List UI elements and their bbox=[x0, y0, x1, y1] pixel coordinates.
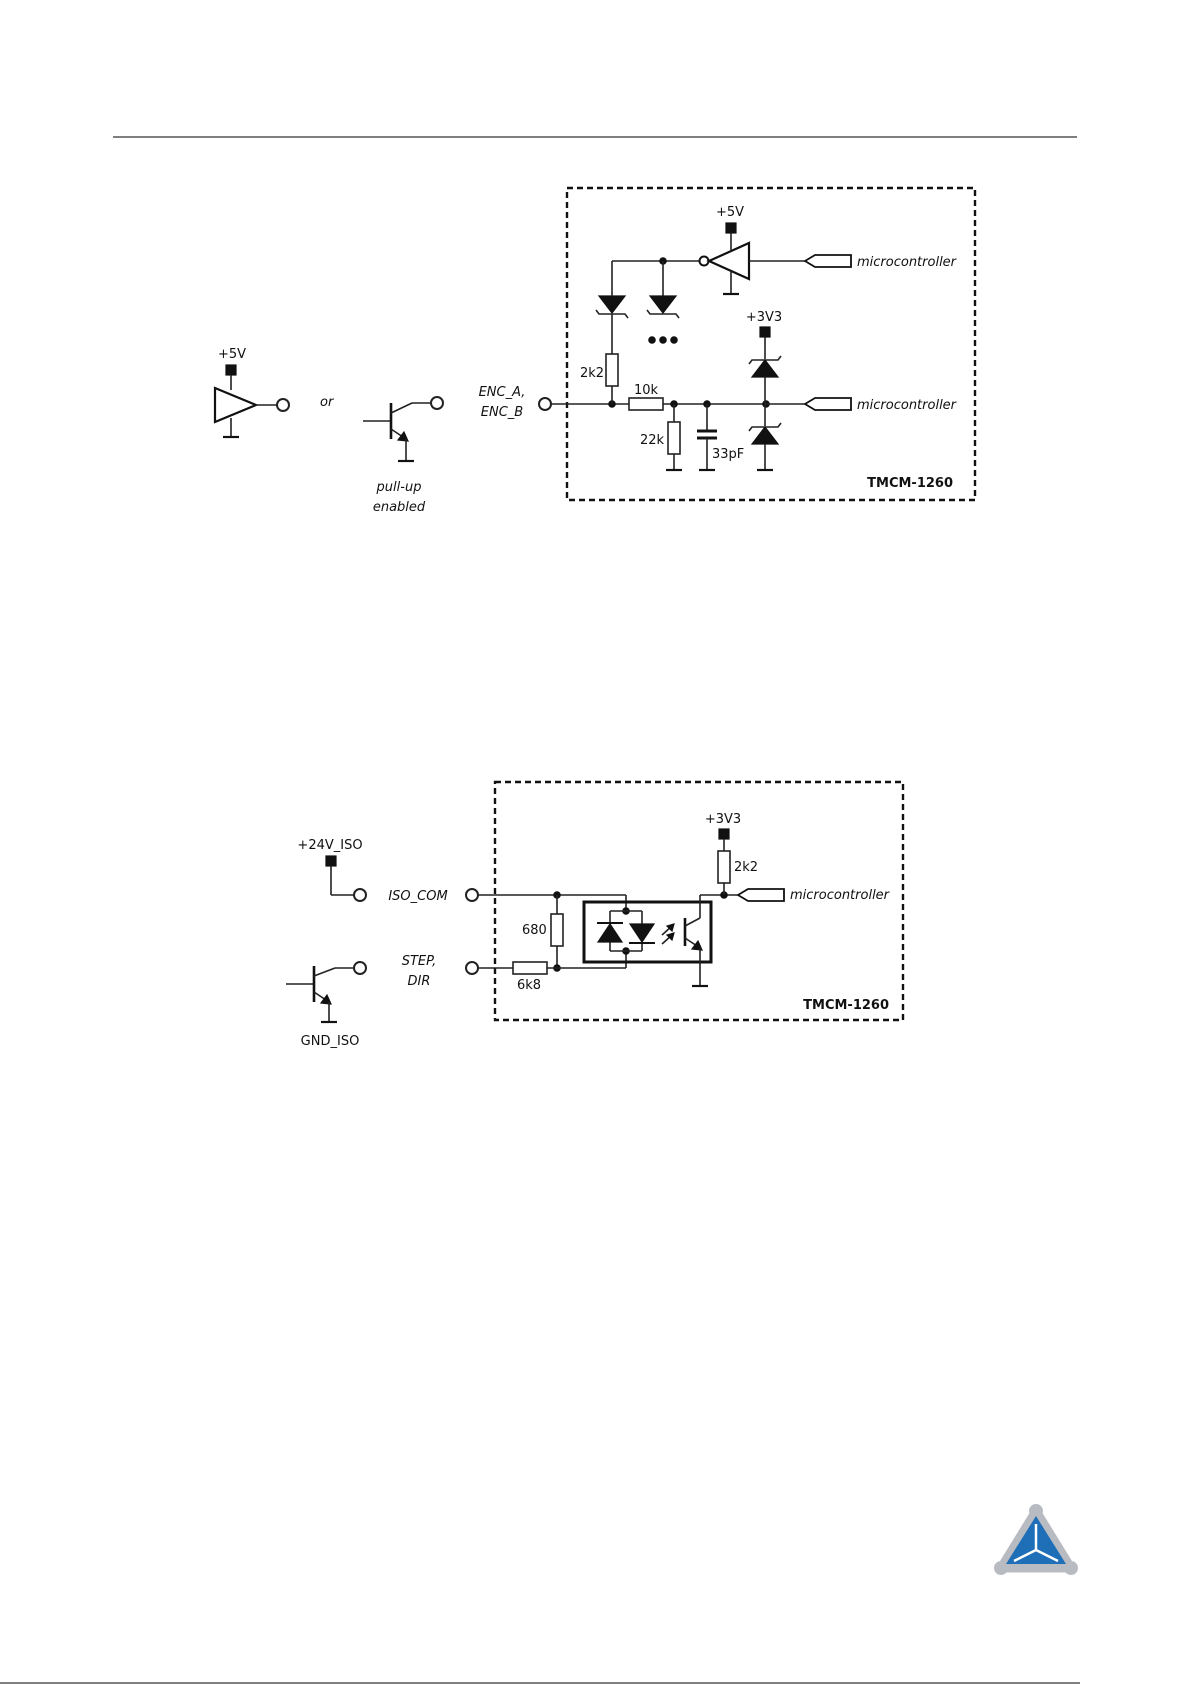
step-source-terminal-icon bbox=[354, 962, 366, 974]
module-boundary bbox=[567, 188, 975, 500]
inverter-icon bbox=[709, 243, 749, 279]
external-driver-buffer: +5V bbox=[215, 347, 289, 437]
resistor-22k-label: 22k bbox=[640, 433, 665, 448]
more-channels-dot bbox=[649, 337, 655, 343]
collector-terminal-icon bbox=[431, 397, 443, 409]
resistor-2k2-label: 2k2 bbox=[580, 366, 604, 381]
pullup-label-2: enabled bbox=[373, 500, 426, 515]
more-channels-dot bbox=[671, 337, 677, 343]
encoder-input-diagram: +5V or pull-up enabled ENC_A, ENC_B bbox=[215, 188, 975, 515]
mcu-port-icon bbox=[805, 255, 851, 267]
vcc-terminal-icon bbox=[726, 223, 736, 233]
iso-vcc-label: +24V_ISO bbox=[297, 838, 362, 853]
step-dir-terminal-icon bbox=[466, 962, 478, 974]
more-channels-dot bbox=[660, 337, 666, 343]
vcc-terminal-icon bbox=[760, 327, 770, 337]
vcc-terminal-icon bbox=[719, 829, 729, 839]
encoder-input-label-2: ENC_B bbox=[481, 405, 524, 420]
driver-vcc-label: +5V bbox=[218, 347, 246, 362]
open-collector-transistor: pull-up enabled bbox=[363, 397, 443, 515]
resistor-2k2-icon bbox=[718, 851, 730, 883]
resistor-680-label: 680 bbox=[522, 923, 547, 938]
iso-com-terminal-icon bbox=[466, 889, 478, 901]
resistor-10k-icon bbox=[629, 398, 663, 410]
capacitor-33pf-label: 33pF bbox=[712, 447, 744, 462]
inverter-vcc-label: +5V bbox=[716, 205, 744, 220]
clamp-diode-icon bbox=[752, 427, 778, 444]
mcu-label-bottom: microcontroller bbox=[857, 398, 958, 413]
company-logo bbox=[994, 1504, 1078, 1575]
resistor-6k8-label: 6k8 bbox=[517, 978, 541, 993]
mcu-port-icon bbox=[738, 889, 784, 901]
vcc-terminal-icon bbox=[326, 856, 336, 866]
step-dir-label-2: DIR bbox=[408, 974, 431, 989]
resistor-22k-icon bbox=[668, 422, 680, 454]
pullup-vcc-label: +3V3 bbox=[705, 812, 741, 827]
step-dir-input-diagram: +24V_ISO GND_ISO ISO_COM STEP, DIR TMCM-… bbox=[286, 782, 903, 1049]
mcu-port-icon bbox=[805, 398, 851, 410]
led-icon bbox=[630, 924, 654, 942]
iso-com-source-terminal-icon bbox=[354, 889, 366, 901]
resistor-6k8-icon bbox=[513, 962, 547, 974]
vcc-terminal-icon bbox=[226, 365, 236, 375]
zener-diode-icon bbox=[650, 296, 676, 313]
encoder-input-terminal-icon bbox=[539, 398, 551, 410]
module-label: TMCM-1260 bbox=[867, 476, 953, 491]
clamp-vcc-label: +3V3 bbox=[746, 310, 782, 325]
resistor-680-icon bbox=[551, 914, 563, 946]
pullup-label-1: pull-up bbox=[376, 480, 422, 495]
clamp-diode-icon bbox=[752, 360, 778, 377]
encoder-input-label-1: ENC_A, bbox=[479, 385, 526, 400]
output-terminal-icon bbox=[277, 399, 289, 411]
resistor-2k2-label: 2k2 bbox=[734, 860, 758, 875]
mcu-label: microcontroller bbox=[790, 888, 891, 903]
resistor-2k2-icon bbox=[606, 354, 618, 386]
step-dir-label-1: STEP, bbox=[402, 954, 437, 969]
iso-com-label: ISO_COM bbox=[388, 889, 447, 904]
module-label: TMCM-1260 bbox=[803, 998, 889, 1013]
gnd-iso-label: GND_ISO bbox=[301, 1034, 360, 1049]
mcu-label-top: microcontroller bbox=[857, 255, 958, 270]
buffer-icon bbox=[215, 388, 256, 422]
resistor-10k-label: 10k bbox=[634, 383, 659, 398]
zener-diode-icon bbox=[599, 296, 625, 313]
or-label: or bbox=[320, 395, 335, 410]
led-icon bbox=[598, 924, 622, 942]
